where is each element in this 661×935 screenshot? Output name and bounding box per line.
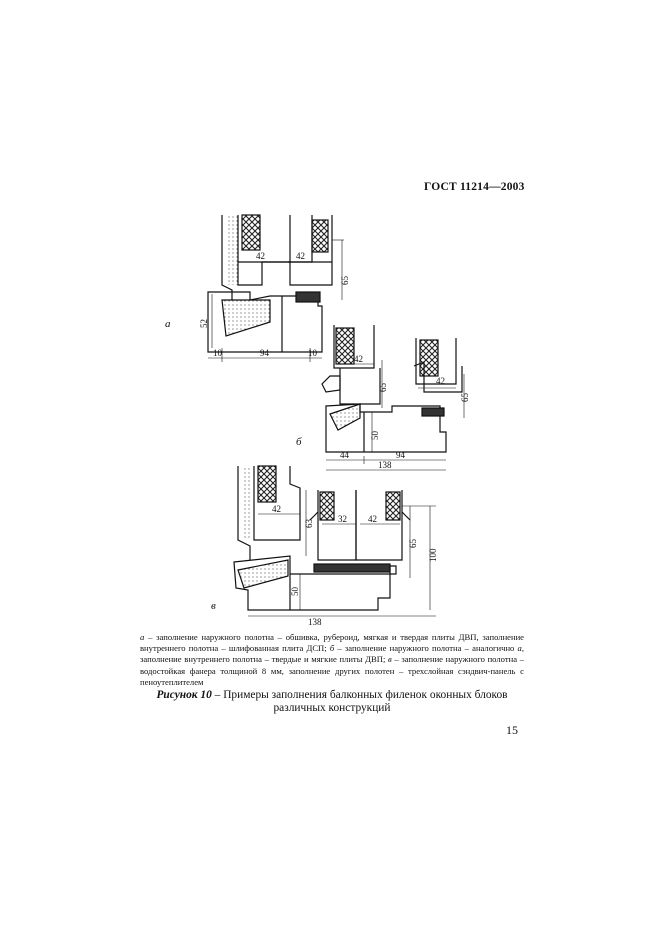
dim-v-100: 100	[428, 548, 438, 562]
variant-label-a: а	[165, 318, 171, 330]
note-a-label: а	[140, 632, 145, 642]
section-a	[207, 214, 344, 362]
dim-b-94: 94	[396, 450, 406, 460]
note-b-text-1: – заполнение наружного полотна – аналоги…	[334, 643, 518, 654]
section-v	[233, 465, 436, 617]
dim-b-44: 44	[340, 450, 350, 460]
dim-v-138: 138	[308, 617, 322, 627]
caption-notes: а – заполнение наружного полотна – обшив…	[140, 632, 524, 688]
dim-v-65: 65	[408, 539, 418, 549]
note-b-ref: а	[517, 643, 522, 654]
dim-a-42-right: 42	[296, 251, 305, 261]
section-b	[321, 325, 465, 471]
note-v-text: – заполнение наружного полотна – водосто…	[140, 654, 524, 687]
note-v-label: в	[388, 654, 392, 665]
page-number: 15	[506, 723, 518, 737]
figure-title: – Примеры заполнения балконных филенок о…	[211, 689, 508, 714]
dim-b-50: 50	[370, 431, 380, 441]
dim-a-10-right: 10	[308, 348, 318, 358]
dim-a-10-left: 10	[213, 348, 223, 358]
dim-b-42-right: 42	[436, 376, 445, 386]
variant-label-b: б	[296, 436, 302, 448]
figure-caption: Рисунок 10 – Примеры заполнения балконны…	[140, 689, 524, 715]
dim-a-52: 52	[199, 319, 209, 328]
standard-header: ГОСТ 11214—2003	[424, 181, 525, 193]
dim-b-42-left: 42	[354, 354, 363, 364]
dim-b-65-left: 65	[378, 383, 388, 393]
dim-b-138: 138	[378, 460, 392, 470]
dim-b-65-right: 65	[460, 393, 470, 403]
dim-v-42-right: 42	[368, 514, 377, 524]
dim-v-42-left: 42	[272, 504, 281, 514]
note-b-text-2: , заполнение внутреннего полотна – тверд…	[140, 643, 524, 665]
note-a-text: – заполнение наружного полотна – обшивка…	[140, 632, 524, 654]
dim-v-63: 63	[304, 519, 314, 529]
variant-label-v: в	[211, 600, 216, 612]
dim-v-50: 50	[290, 587, 300, 597]
dim-v-32: 32	[338, 514, 347, 524]
dim-a-42-left: 42	[256, 251, 265, 261]
figure-label: Рисунок 10	[156, 689, 212, 701]
dim-a-94: 94	[260, 348, 270, 358]
note-b-label: б	[329, 643, 335, 654]
dim-a-65: 65	[340, 276, 350, 286]
